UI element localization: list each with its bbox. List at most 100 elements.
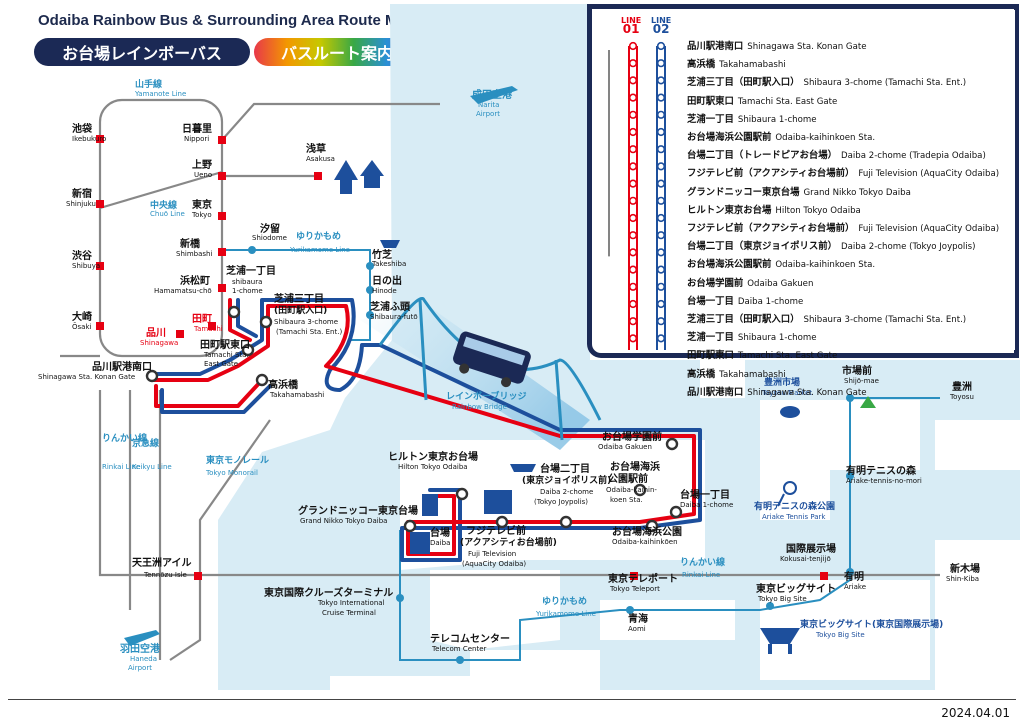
map-label-shinagawa-jp: 品川 [146, 328, 166, 339]
legend-stop-dot [656, 145, 666, 154]
stop-marker-daiba2-joypolis[interactable] [559, 515, 573, 529]
legend-stop-dot [656, 59, 666, 68]
map-label-tamachi-jp: 田町 [192, 314, 212, 325]
legend-stop-jp: フジテレビ前（アクアシティお台場前） [687, 168, 855, 180]
stop-marker-kaihinsta[interactable] [633, 483, 647, 497]
legend-stop-dot [656, 196, 666, 205]
map-label-osaki-en: Ōsaki [72, 323, 92, 331]
legend-stop-en: Grand Nikko Tokyo Daiba [803, 187, 911, 198]
map-label-daiba2-en1: Daiba 2-chome [540, 488, 594, 496]
map-label-telecom-en: Telecom Center [432, 645, 487, 653]
legend-stop-jp: お台場学園前 [687, 277, 744, 289]
stop-marker-takahama[interactable] [255, 373, 269, 387]
map-label-fuji-en1: Fuji Television [468, 550, 517, 558]
map-label-rinkai1-en: Rinkai Line [102, 463, 141, 471]
map-label-rinkai2-en: Rinkai Line [682, 571, 721, 579]
map-label-daiba2-jp1: 台場二丁目 [540, 464, 590, 475]
legend-stop-dot [628, 59, 638, 68]
map-label-tennozu-en: Tennōzu Isle [144, 571, 187, 579]
legend-stop-en: Odaiba Gakuen [747, 278, 814, 289]
map-label-bigsight-venue-jp: 東京ビッグサイト(東京国際展示場) [800, 620, 944, 630]
map-label-shibaurafuto-en: Shibaura-futō [370, 313, 418, 321]
legend-stop-jp: お台場海浜公園駅前 [687, 132, 772, 144]
bus-stop-markers [145, 305, 683, 533]
legend-stop-jp: フジテレビ前（アクアシティお台場前） [687, 223, 855, 235]
route-guide-text: バスルート案内 [280, 44, 393, 63]
legend-stop-dot [628, 76, 638, 85]
stop-marker-daiba1[interactable] [669, 505, 683, 519]
legend-stop-en: Hilton Tokyo Odaiba [775, 205, 861, 216]
map-label-nikko-jp: グランドニッコー東京台場 [298, 506, 418, 517]
map-label-takahama-jp: 高浜橋 [268, 380, 298, 391]
map-label-hilton-jp: ヒルトン東京お台場 [388, 452, 478, 463]
map-label-hinode-en: Hinode [372, 287, 397, 295]
map-label-kaihinpark-jp: お台場海浜公園 [612, 527, 682, 538]
map-label-ariaketennis-en: Ariake-tennis-no-mori [846, 477, 922, 485]
map-label-narita-jp: 成田空港 [472, 90, 512, 101]
map-label-haneda-en2: Airport [128, 664, 152, 672]
map-label-telecom-jp: テレコムセンター [430, 634, 510, 645]
legend-stop-en: Takahamabashi [719, 369, 786, 380]
stop-marker-fuji[interactable] [495, 515, 509, 529]
legend-stop-jp: 芝浦三丁目（田町駅入口） [687, 77, 800, 89]
stop-marker-shibaura3[interactable] [259, 315, 273, 329]
legend-stop-en: Takahamabashi [719, 60, 786, 71]
legend-stop-row: 芝浦三丁目（田町駅入口）Shibaura 3-chome (Tamachi St… [687, 311, 999, 329]
stop-marker-shibaura1[interactable] [227, 305, 241, 319]
map-label-shibaura3-en1: Shibaura 3-chome [274, 318, 339, 326]
legend-stop-en: Daiba 1-chome [737, 296, 804, 307]
map-label-shinkiba-en: Shin-Kiba [946, 575, 980, 583]
legend-stop-en: Odaiba-kaihinkoen Sta. [775, 260, 876, 271]
map-label-rainbow-en: Rainbow Bridge [452, 403, 507, 411]
legend-stop-jp: 高浜橋 [687, 59, 716, 71]
map-label-hamamatsucho-en: Hamamatsu-chō [154, 287, 212, 295]
map-label-osaki-jp: 大崎 [72, 312, 92, 323]
map-label-yamanote-en: Yamanote Line [135, 90, 187, 98]
legend-stop-jp: 台場二丁目（トレードピアお台場） [687, 150, 838, 162]
haneda-airplane-icon [124, 630, 160, 646]
map-label-toyosumarket-jp: 豊洲市場 [764, 378, 801, 388]
map-label-daiba-jp: 台場 [430, 528, 450, 539]
map-label-konan-en: Shinagawa Sta. Konan Gate [38, 373, 136, 381]
map-label-teleport-en: Tokyo Teleport [610, 585, 660, 593]
map-date: 2024.04.01 [941, 706, 1010, 720]
map-label-rinkai2-jp: りんかい線 [680, 558, 726, 568]
map-label-shibaura1-en1: shibaura [232, 278, 263, 286]
map-label-asakusa-jp: 浅草 [306, 144, 326, 155]
map-label-chuo-jp: 中央線 [150, 201, 178, 211]
legend-stop-en: Daiba 2-chome (Tradepia Odaiba) [841, 151, 986, 162]
legend-stop-dot [656, 162, 666, 171]
map-label-hinode-jp: 日の出 [372, 276, 402, 287]
map-label-shibaura3-en2: (Tamachi Sta. Ent.) [276, 328, 343, 336]
legend-stop-en: Shibaura 1-chome [737, 114, 817, 125]
map-label-nippori-jp: 日暮里 [182, 124, 212, 135]
legend-stop-en: Shinagawa Sta. Konan Gate [747, 42, 867, 52]
map-label-nikko-en: Grand Nikko Tokyo Daiba [300, 517, 388, 525]
stop-marker-gakuen[interactable] [665, 437, 679, 451]
stop-marker-tamachi-east[interactable] [241, 343, 255, 357]
stop-marker-nikko[interactable] [403, 519, 417, 533]
asakusa-temple-icon [334, 160, 384, 194]
map-label-narita-en1: Narita [478, 101, 500, 109]
map-label-takeshiba-en: Takeshiba [372, 260, 407, 268]
map-label-hilton-en: Hilton Tokyo Odaiba [398, 463, 468, 471]
stop-marker-kaihinpark[interactable] [645, 519, 659, 533]
legend-stop-dot [656, 110, 666, 119]
map-title-jp: お台場レインボーバス [62, 44, 222, 63]
map-label-yurikamome2-jp: ゆりかもめ [542, 597, 588, 607]
map-label-chuo-en: Chuō Line [150, 210, 185, 218]
stop-marker-konan[interactable] [145, 369, 159, 383]
legend-stop-dot [628, 41, 638, 51]
map-label-shibaurafuto-jp: 芝浦ふ頭 [370, 302, 410, 313]
legend-stop-dot [628, 334, 638, 343]
stop-marker-hilton[interactable] [455, 487, 469, 501]
map-label-gakuen-jp: お台場学園前 [602, 432, 662, 443]
map-label-toyosu-en: Toyosu [950, 393, 974, 401]
map-label-tennispark-jp: 有明テニスの森公園 [754, 502, 836, 512]
map-label-shibaura3-jp2: (田町駅入口) [274, 306, 328, 316]
map-label-shijomae-en: Shijō-mae [844, 377, 879, 385]
map-label-ueno-en: Ueno [194, 171, 213, 179]
